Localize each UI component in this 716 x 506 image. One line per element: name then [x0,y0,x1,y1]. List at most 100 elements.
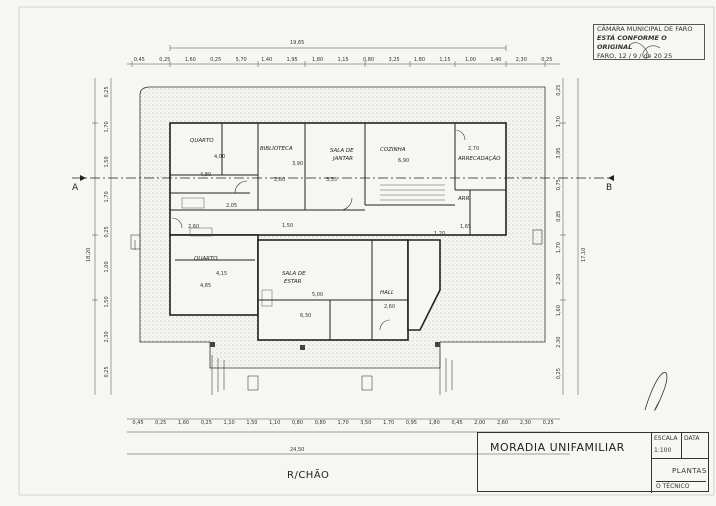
room-hall-dim: 2,60 [384,304,395,310]
dim-right-3: 0,75 [556,179,562,190]
dim-top-13: 1,00 [465,57,476,63]
dim-bottom-12: 0,95 [406,420,417,426]
dim-bottom-13: 1,80 [429,420,440,426]
porch-steps [130,229,543,395]
dim-top-14: 1,40 [490,57,501,63]
dim-bottom-4: 1,10 [224,420,235,426]
dimension-lines [94,47,579,455]
dim-left-0: 0,25 [104,86,110,97]
dim-left-7: 2,30 [104,331,110,342]
dim-left-1: 1,70 [104,121,110,132]
misc-dim-4: 1,50 [282,223,293,229]
dim-bottom-15: 2,00 [474,420,485,426]
dim-left-total: 18,20 [86,248,92,262]
section-line [72,175,614,181]
dim-bottom-7: 0,80 [292,420,303,426]
room-biblioteca-dim2: 3,90 [292,161,303,167]
title-block-escala-cell: ESCALA 1:100 [652,433,682,459]
dim-bottom-10: 3,50 [360,420,371,426]
room-sala-estar-dim2: 5,00 [312,292,323,298]
escala-label: ESCALA [654,435,678,442]
dim-bottom-1: 0,25 [155,420,166,426]
dim-bottom-11: 1,70 [383,420,394,426]
room-hall-label: HALL [380,290,394,296]
dims-left-group: 0,25 1,70 1,50 1,70 0,25 1,00 1,50 2,30 0,25 [104,86,110,377]
dim-top-2: 1,60 [185,57,196,63]
dim-right-4: 0,85 [556,211,562,222]
dim-bottom-6: 1,10 [269,420,280,426]
dim-bottom-2: 1,60 [178,420,189,426]
dim-bottom-14: 0,45 [451,420,462,426]
room-quarto-1-dim: 4,80 [200,172,211,178]
dim-left-8: 0,25 [104,366,110,377]
tecnico-label: O TÉCNICO [656,481,706,490]
stamp-line-1: CÂMARA MUNICIPAL DE FARO [597,25,693,33]
room-arrecadacao-label: ARRECADAÇÃO [457,155,501,162]
dim-top-16: 0,25 [541,57,552,63]
approval-stamp: CÂMARA MUNICIPAL DE FARO ESTÁ CONFORME O… [593,24,705,60]
dim-right-8: 2,30 [556,337,562,348]
room-arrecadacao-dim: 2,70 [468,146,479,152]
dim-bottom-5: 1,50 [246,420,257,426]
dim-top-0: 0,45 [134,57,145,63]
misc-dim-3: 1,20 [434,231,445,237]
dim-top-7: 1,80 [312,57,323,63]
dim-top-6: 1,95 [287,57,298,63]
dim-left-4: 0,25 [104,226,110,237]
dim-top-total: 19,65 [290,40,304,46]
room-sala-estar-dim: 6,30 [300,313,311,319]
room-cozinha-label: COZINHA [380,147,406,153]
data-label: DATA [684,435,700,442]
dim-bottom-8: 0,80 [315,420,326,426]
misc-dim-1: 2,05 [226,203,237,209]
room-quarto-1-label: QUARTO [190,138,214,144]
dim-left-6: 1,50 [104,296,110,307]
project-title: MORADIA UNIFAMILIAR [490,441,625,454]
dims-bottom-group: 0,45 0,25 1,60 0,25 1,10 1,50 1,10 0,80 0,80 1,70… [132,420,553,426]
dim-top-4: 5,70 [236,57,247,63]
room-sala-jantar-label2: JANTAR [332,156,353,162]
dim-bottom-0: 0,45 [132,420,143,426]
room-biblioteca-dim: 2,80 [274,177,285,183]
room-quarto-2-label: QUARTO [194,256,218,262]
room-arr-label: ARR [457,196,470,202]
building-walls [169,122,507,341]
dim-bottom-total: 24,50 [290,447,304,453]
dim-right-5: 1,70 [556,242,562,253]
stamp-line-3: FARO, 12 / 9 / de 20 25 [597,52,673,60]
room-cozinha-dim: 6,90 [398,158,409,164]
dim-bottom-16: 2,60 [497,420,508,426]
dim-left-3: 1,70 [104,191,110,202]
title-block-project-cell: MORADIA UNIFAMILIAR [478,433,652,493]
dim-bottom-18: 0,25 [543,420,554,426]
room-quarto-1-dim2: 4,00 [214,154,225,160]
room-arr-dim: 1,65 [460,224,471,230]
dim-top-5: 1,40 [261,57,272,63]
dim-left-5: 1,00 [104,261,110,272]
dim-top-11: 1,80 [414,57,425,63]
room-sala-estar-label: SALA DE [282,271,306,277]
misc-dim-2: 2,60 [188,224,199,230]
dim-top-1: 0,25 [159,57,170,63]
dim-bottom-3: 0,25 [201,420,212,426]
dim-top-9: 0,80 [363,57,374,63]
dim-right-7: 1,60 [556,305,562,316]
dim-bottom-9: 1,70 [338,420,349,426]
dim-right-2: 3,95 [556,148,562,159]
dim-right-1: 1,70 [556,116,562,127]
floor-label: R/CHÃO [287,470,330,481]
room-biblioteca-label: BIBLIOTECA [260,146,293,152]
room-sala-jantar-label: SALA DE [330,148,354,154]
title-block: MORADIA UNIFAMILIAR ESCALA 1:100 DATA PL… [477,432,709,493]
dim-left-2: 1,50 [104,156,110,167]
dim-bottom-17: 2,30 [520,420,531,426]
stamp-line-2: ESTÁ CONFORME O ORIGINAL [597,34,667,51]
dim-right-total: 17,10 [581,248,587,262]
dim-top-15: 2,30 [516,57,527,63]
section-label-b: B [606,183,612,193]
dim-right-6: 2,20 [556,274,562,285]
room-sala-estar-label2: ESTAR [284,279,302,285]
